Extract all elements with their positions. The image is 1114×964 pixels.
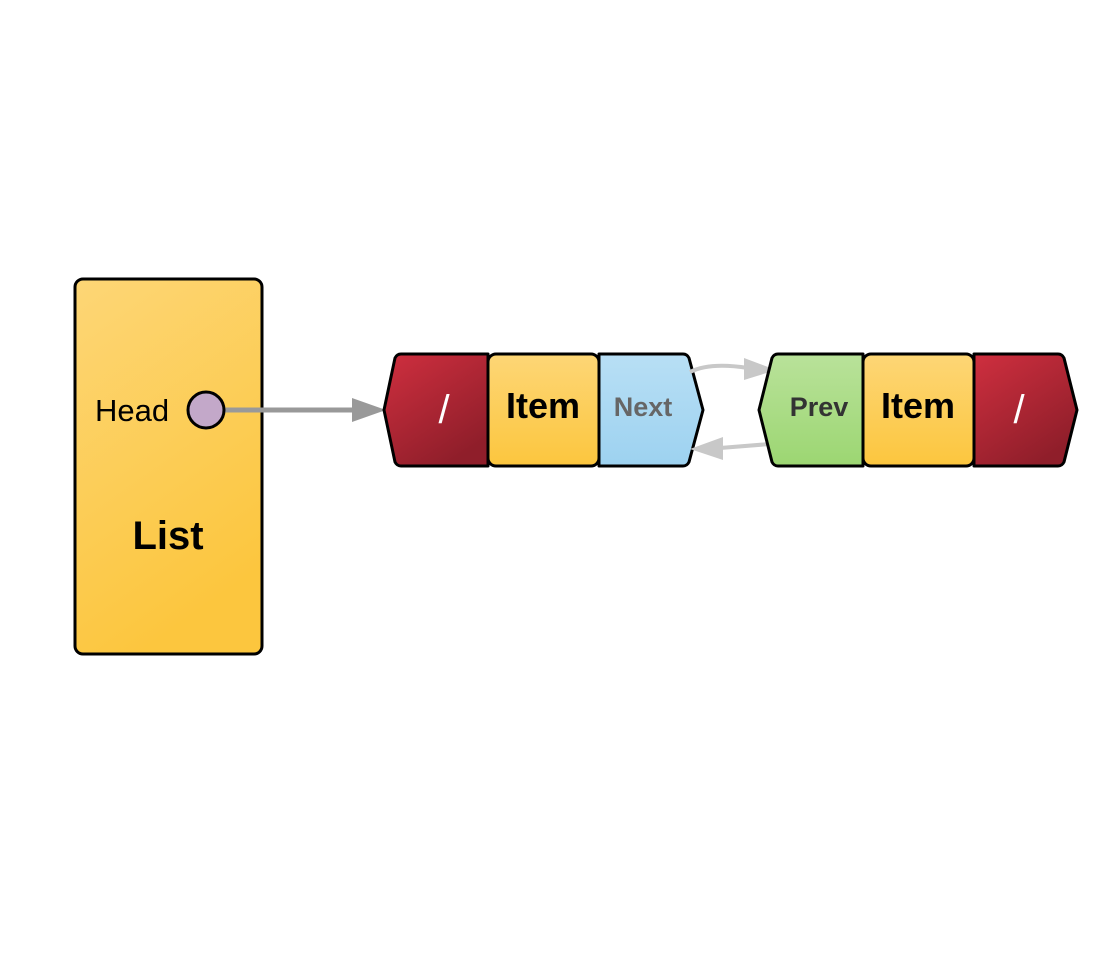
node-2-prev-cell[interactable]: Prev xyxy=(757,352,865,468)
node-2-item-cell[interactable]: Item xyxy=(861,352,976,468)
head-pointer-dot[interactable] xyxy=(186,390,226,430)
list-node-2: Prev Item / xyxy=(757,352,1079,468)
node-2-item-label: Item xyxy=(881,385,955,426)
list-node-1: / Item Next xyxy=(382,352,705,468)
next-link-arrow xyxy=(689,358,776,380)
node-1-item-cell[interactable]: Item xyxy=(486,352,601,468)
node-2-next-null-label: / xyxy=(1013,388,1025,432)
head-label: Head xyxy=(95,393,169,428)
node-1-prev-null-label: / xyxy=(438,388,450,432)
node-1-item-label: Item xyxy=(506,385,580,426)
list-title: List xyxy=(132,514,203,558)
node-2-prev-label: Prev xyxy=(790,392,849,422)
node-1-next-cell[interactable]: Next xyxy=(597,352,705,468)
node-1-next-label: Next xyxy=(614,392,673,422)
node-1-prev-null-cell[interactable]: / xyxy=(382,352,490,468)
head-pointer-connector xyxy=(224,398,386,422)
list-box: Head List xyxy=(73,277,264,656)
prev-link-arrow xyxy=(690,437,771,460)
node-2-next-null-cell[interactable]: / xyxy=(972,352,1079,468)
